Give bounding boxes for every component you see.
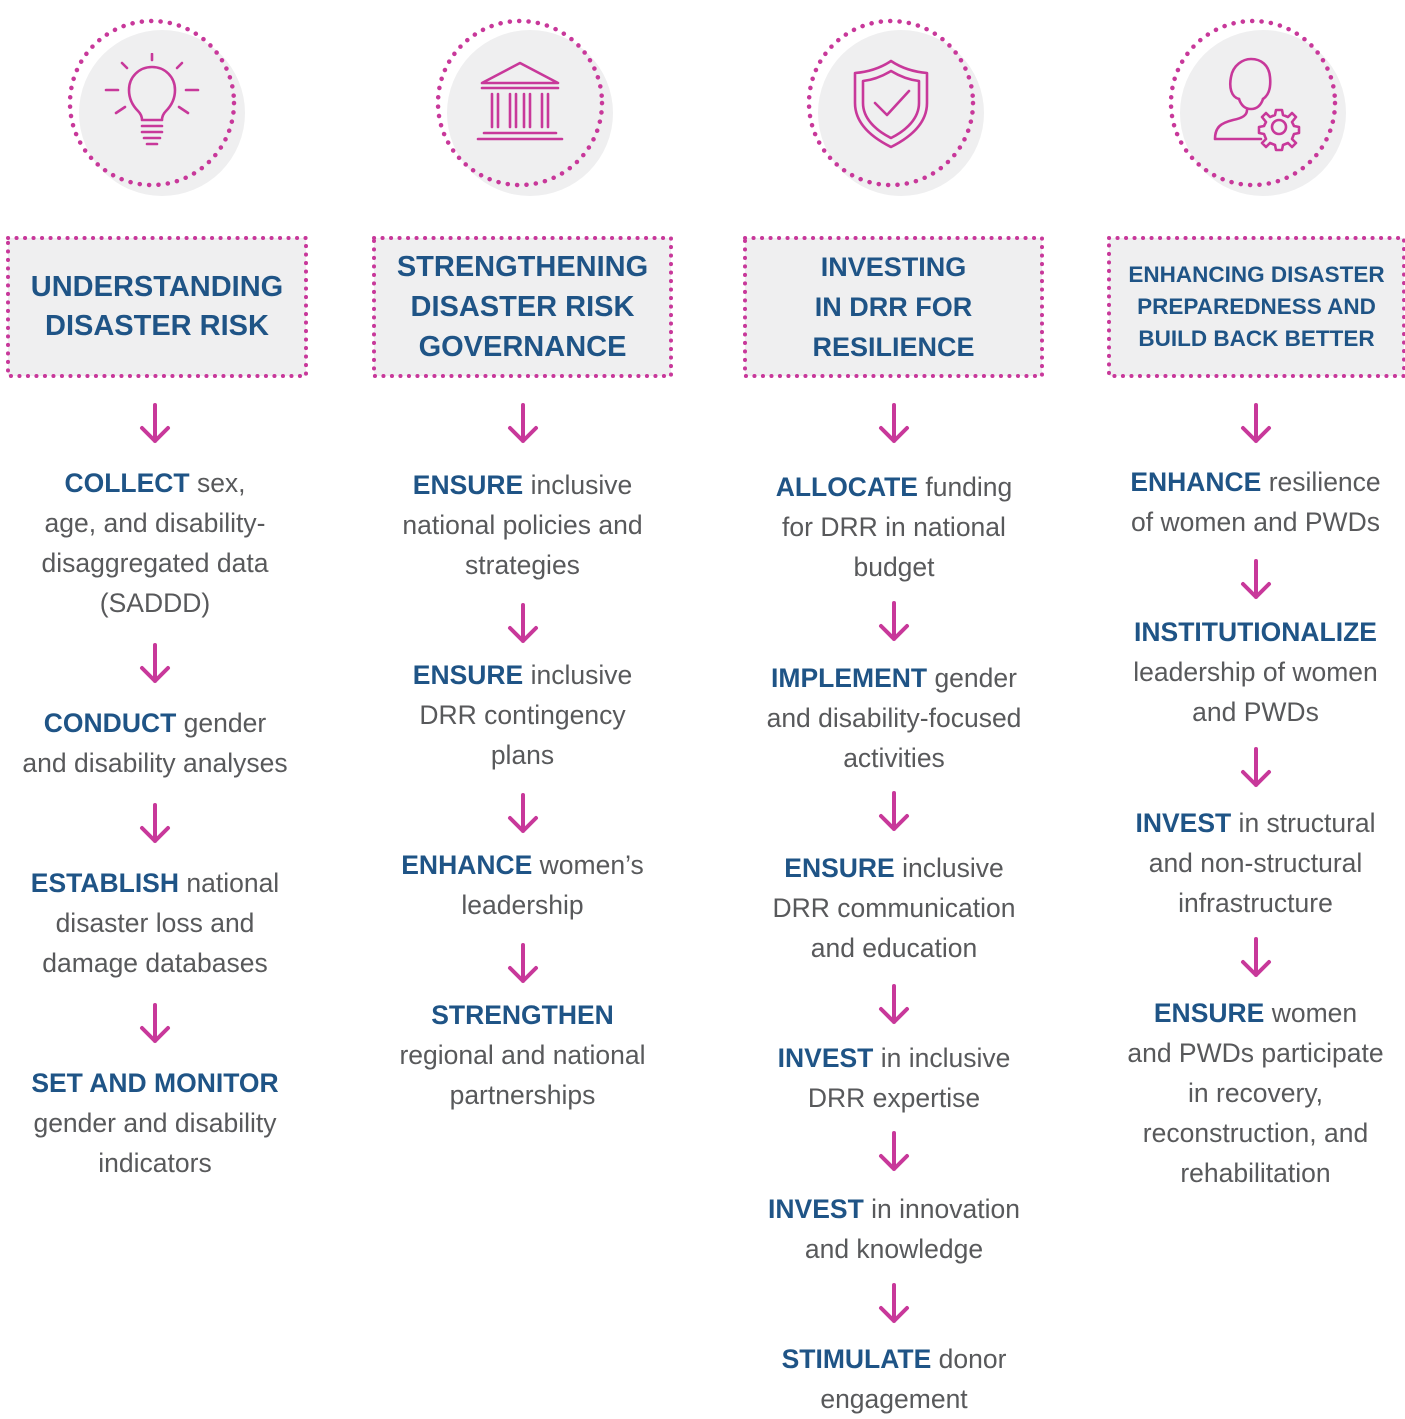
down-arrow-icon [140,643,170,683]
person-gear-icon [1213,57,1300,152]
shield-check-icon [853,59,929,149]
step-keyword: SET AND MONITOR [31,1068,279,1098]
step-keyword: STRENGTHEN [431,1000,614,1030]
step-text: national disaster loss and damage databa… [42,868,280,978]
down-arrow-icon [879,791,909,831]
down-arrow-icon [507,403,538,443]
step-text: inclusive DRR contingency plans [419,660,633,770]
down-arrow-icon [879,403,909,443]
step-text: gender and disability-focused activities [766,663,1022,773]
column-title: UNDERSTANDING DISASTER RISK [30,271,284,342]
column-investing-in-drr: INVESTING IN DRR FOR RESILIENCE ALLOCATE… [740,0,1048,1414]
step-item: ENHANCE women’s leadership [370,845,675,925]
step-item: IMPLEMENT gender and disability-focused … [740,658,1048,778]
title-box: UNDERSTANDING DISASTER RISK [6,236,308,378]
step-text: resilience of women and PWDs [1131,467,1381,537]
step-item: STRENGTHEN regional and national partner… [370,995,675,1115]
icon-badge [67,18,245,196]
down-arrow-icon [507,793,538,833]
column-enhancing-preparedness: ENHANCING DISASTER PREPAREDNESS AND BUIL… [1106,0,1405,1411]
title-box: ENHANCING DISASTER PREPAREDNESS AND BUIL… [1107,236,1405,378]
step-keyword: INVEST [1135,808,1232,838]
step-text: women’s leadership [461,850,644,920]
down-arrow-icon [879,1131,909,1171]
step-item: STIMULATE donor engagement [740,1339,1048,1419]
column-title: STRENGTHENING DISASTER RISK GOVERNANCE [396,251,649,363]
step-keyword: ENHANCE [1130,467,1262,497]
step-keyword: ESTABLISH [30,868,179,898]
step-text: gender and disability indicators [33,1108,277,1178]
step-item: ALLOCATE funding for DRR in national bud… [740,467,1048,587]
column-understanding-disaster-risk: UNDERSTANDING DISASTER RISK COLLECT sex,… [0,0,310,1411]
step-text: in inclusive DRR expertise [807,1043,1011,1113]
step-keyword: ENSURE [412,660,524,690]
step-item: SET AND MONITOR gender and disability in… [0,1063,310,1183]
step-item: ENSURE inclusive DRR contingency plans [370,655,675,775]
down-arrow-icon [879,984,909,1024]
step-keyword: INVEST [777,1043,874,1073]
column-strengthening-governance: STRENGTHENING DISASTER RISK GOVERNANCE E… [370,0,675,1411]
down-arrow-icon [879,601,909,641]
step-item: ENHANCE resilience of women and PWDs [1106,462,1405,542]
down-arrow-icon [507,943,538,983]
step-text: funding for DRR in national budget [782,472,1013,582]
title-box: INVESTING IN DRR FOR RESILIENCE [743,236,1044,378]
down-arrow-icon [1240,747,1271,787]
step-keyword: CONDUCT [43,708,177,738]
step-text: regional and national partnerships [399,1040,646,1110]
step-keyword: ENSURE [784,853,895,883]
lightbulb-icon [104,53,200,146]
step-keyword: ALLOCATE [775,472,918,502]
column-title: INVESTING IN DRR FOR RESILIENCE [812,252,975,362]
step-keyword: ENSURE [1153,998,1265,1028]
icon-badge [1168,18,1346,196]
step-item: CONDUCT gender and disability analyses [0,703,310,783]
step-text: donor engagement [820,1344,1007,1414]
step-text: gender and disability analyses [22,708,288,778]
down-arrow-icon [1240,937,1271,977]
step-keyword: INVEST [768,1194,864,1224]
step-keyword: IMPLEMENT [771,663,928,693]
step-text: in structural and non-structural infrast… [1148,808,1376,918]
step-item: COLLECT sex, age, and disability- disagg… [0,463,310,623]
step-text: women and PWDs participate in recovery, … [1127,998,1384,1188]
step-text: inclusive DRR communication and educatio… [772,853,1016,963]
down-arrow-icon [140,803,170,843]
down-arrow-icon [1240,559,1271,599]
step-item: ENSURE inclusive national policies and s… [370,465,675,585]
step-keyword: ENHANCE [401,850,533,880]
government-building-icon [476,61,563,141]
icon-badge [435,18,613,196]
step-item: ENSURE women and PWDs participate in rec… [1106,993,1405,1193]
down-arrow-icon [879,1283,909,1323]
step-text: in innovation and knowledge [804,1194,1020,1264]
down-arrow-icon [1240,403,1271,443]
column-title: ENHANCING DISASTER PREPAREDNESS AND BUIL… [1128,262,1385,351]
down-arrow-icon [507,603,538,643]
step-text: inclusive national policies and strategi… [402,470,643,580]
down-arrow-icon [140,1003,170,1043]
step-item: INSTITUTIONALIZE leadership of women and… [1106,612,1405,732]
step-text: leadership of women and PWDs [1133,657,1378,727]
title-box: STRENGTHENING DISASTER RISK GOVERNANCE [372,236,673,378]
step-keyword: INSTITUTIONALIZE [1134,617,1377,647]
step-item: INVEST in innovation and knowledge [740,1189,1048,1269]
step-item: ENSURE inclusive DRR communication and e… [740,848,1048,968]
step-keyword: STIMULATE [781,1344,932,1374]
step-item: INVEST in inclusive DRR expertise [740,1038,1048,1118]
icon-badge [806,18,984,196]
step-keyword: COLLECT [64,468,190,498]
step-item: INVEST in structural and non-structural … [1106,803,1405,923]
step-keyword: ENSURE [412,470,524,500]
step-text: sex, age, and disability- disaggregated … [41,468,269,618]
step-item: ESTABLISH national disaster loss and dam… [0,863,310,983]
down-arrow-icon [140,403,170,443]
